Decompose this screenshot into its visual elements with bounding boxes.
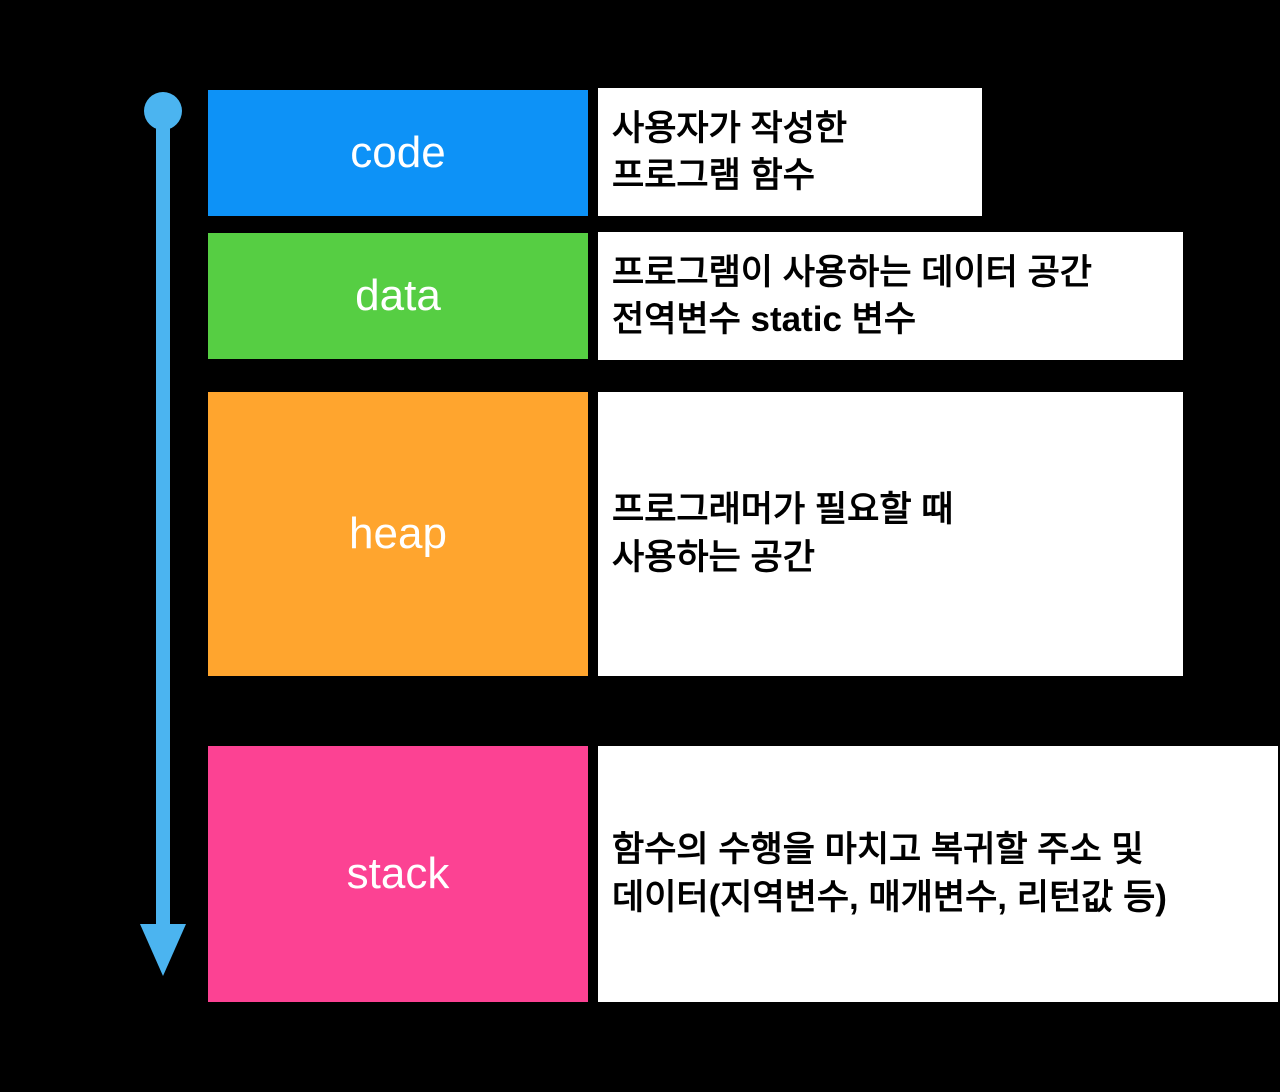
description-line: 데이터(지역변수, 매개변수, 리턴값 등) <box>612 878 1167 917</box>
memory-block-data[interactable]: data <box>208 233 588 359</box>
description-line: 함수의 수행을 마치고 복귀할 주소 및 <box>612 829 1144 869</box>
arrow-shaft <box>156 118 170 932</box>
memory-block-stack[interactable]: stack <box>208 746 588 1002</box>
description-panel-heap: 프로그래머가 필요할 때 사용하는 공간 <box>598 392 1183 676</box>
description-line: 전역변수 static 변수 <box>612 300 917 339</box>
memory-block-heap[interactable]: heap <box>208 392 588 676</box>
memory-block-label-stack: stack <box>346 849 450 898</box>
description-panel-code: 사용자가 작성한 프로그램 함수 <box>598 88 982 216</box>
description-line: 프로그램이 사용하는 데이터 공간 <box>612 252 1092 292</box>
description-line: 프로그래머가 필요할 때 <box>612 489 954 529</box>
arrow-down-tip-icon <box>140 924 186 976</box>
description-panel-stack: 함수의 수행을 마치고 복귀할 주소 및 데이터(지역변수, 매개변수, 리턴값… <box>598 746 1278 1002</box>
memory-block-label-code: code <box>350 128 446 177</box>
description-line: 사용자가 작성한 <box>612 108 848 148</box>
memory-block-label-data: data <box>355 271 441 320</box>
memory-block-label-heap: heap <box>349 509 447 558</box>
description-line: 프로그램 함수 <box>612 156 815 195</box>
memory-direction-arrow <box>140 92 186 982</box>
description-line: 사용하는 공간 <box>612 538 815 577</box>
memory-block-code[interactable]: code <box>208 90 588 216</box>
description-panel-data: 프로그램이 사용하는 데이터 공간 전역변수 static 변수 <box>598 232 1183 360</box>
